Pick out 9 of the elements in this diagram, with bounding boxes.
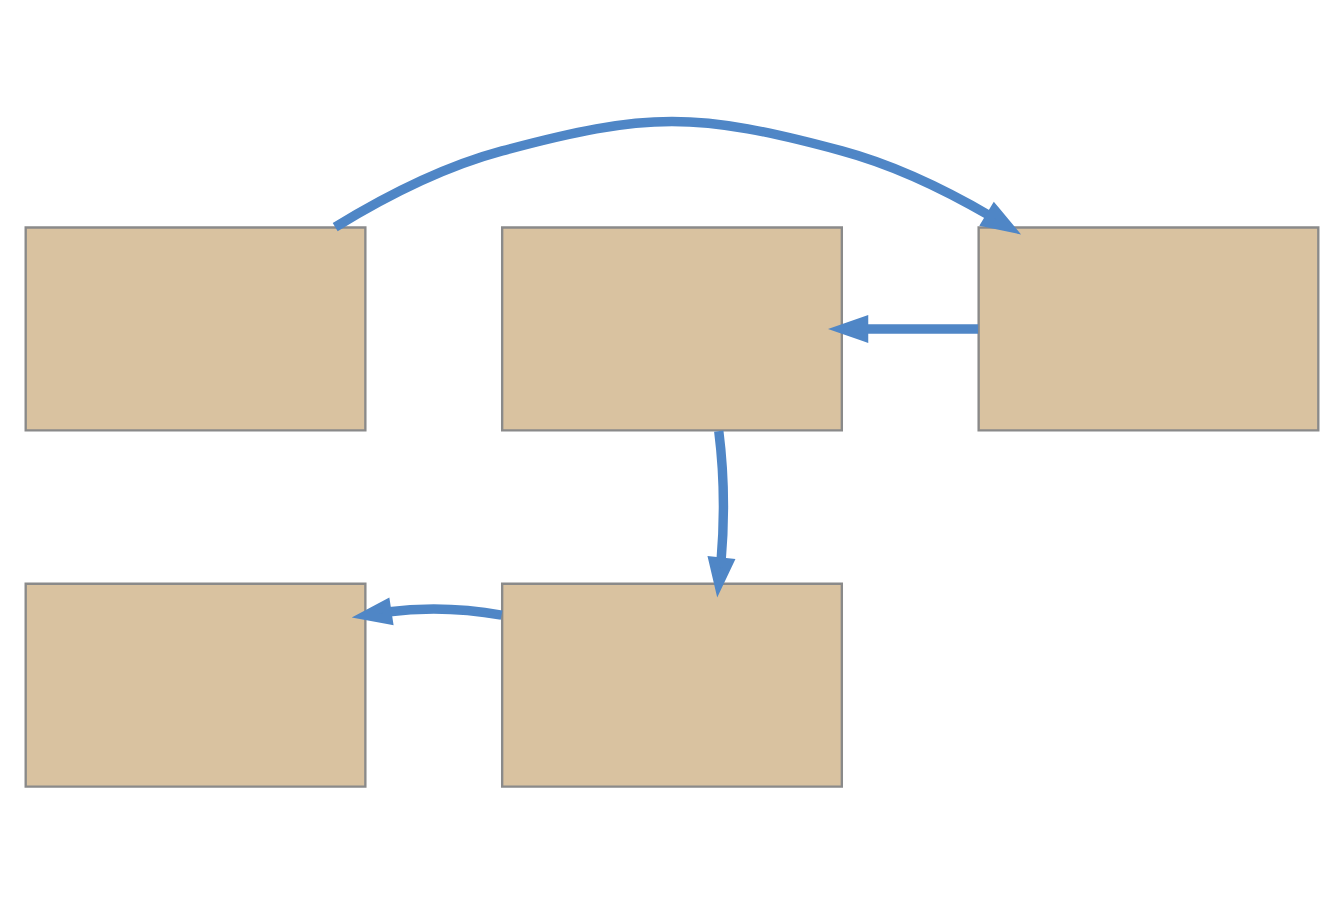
arrow [351,597,503,626]
node-box [501,582,843,788]
arrow [707,430,736,598]
node-box [24,582,367,788]
node-box [977,226,1320,432]
arrow [828,314,979,344]
node-box [24,226,367,432]
node-box [501,226,843,432]
arrow [332,116,1022,235]
